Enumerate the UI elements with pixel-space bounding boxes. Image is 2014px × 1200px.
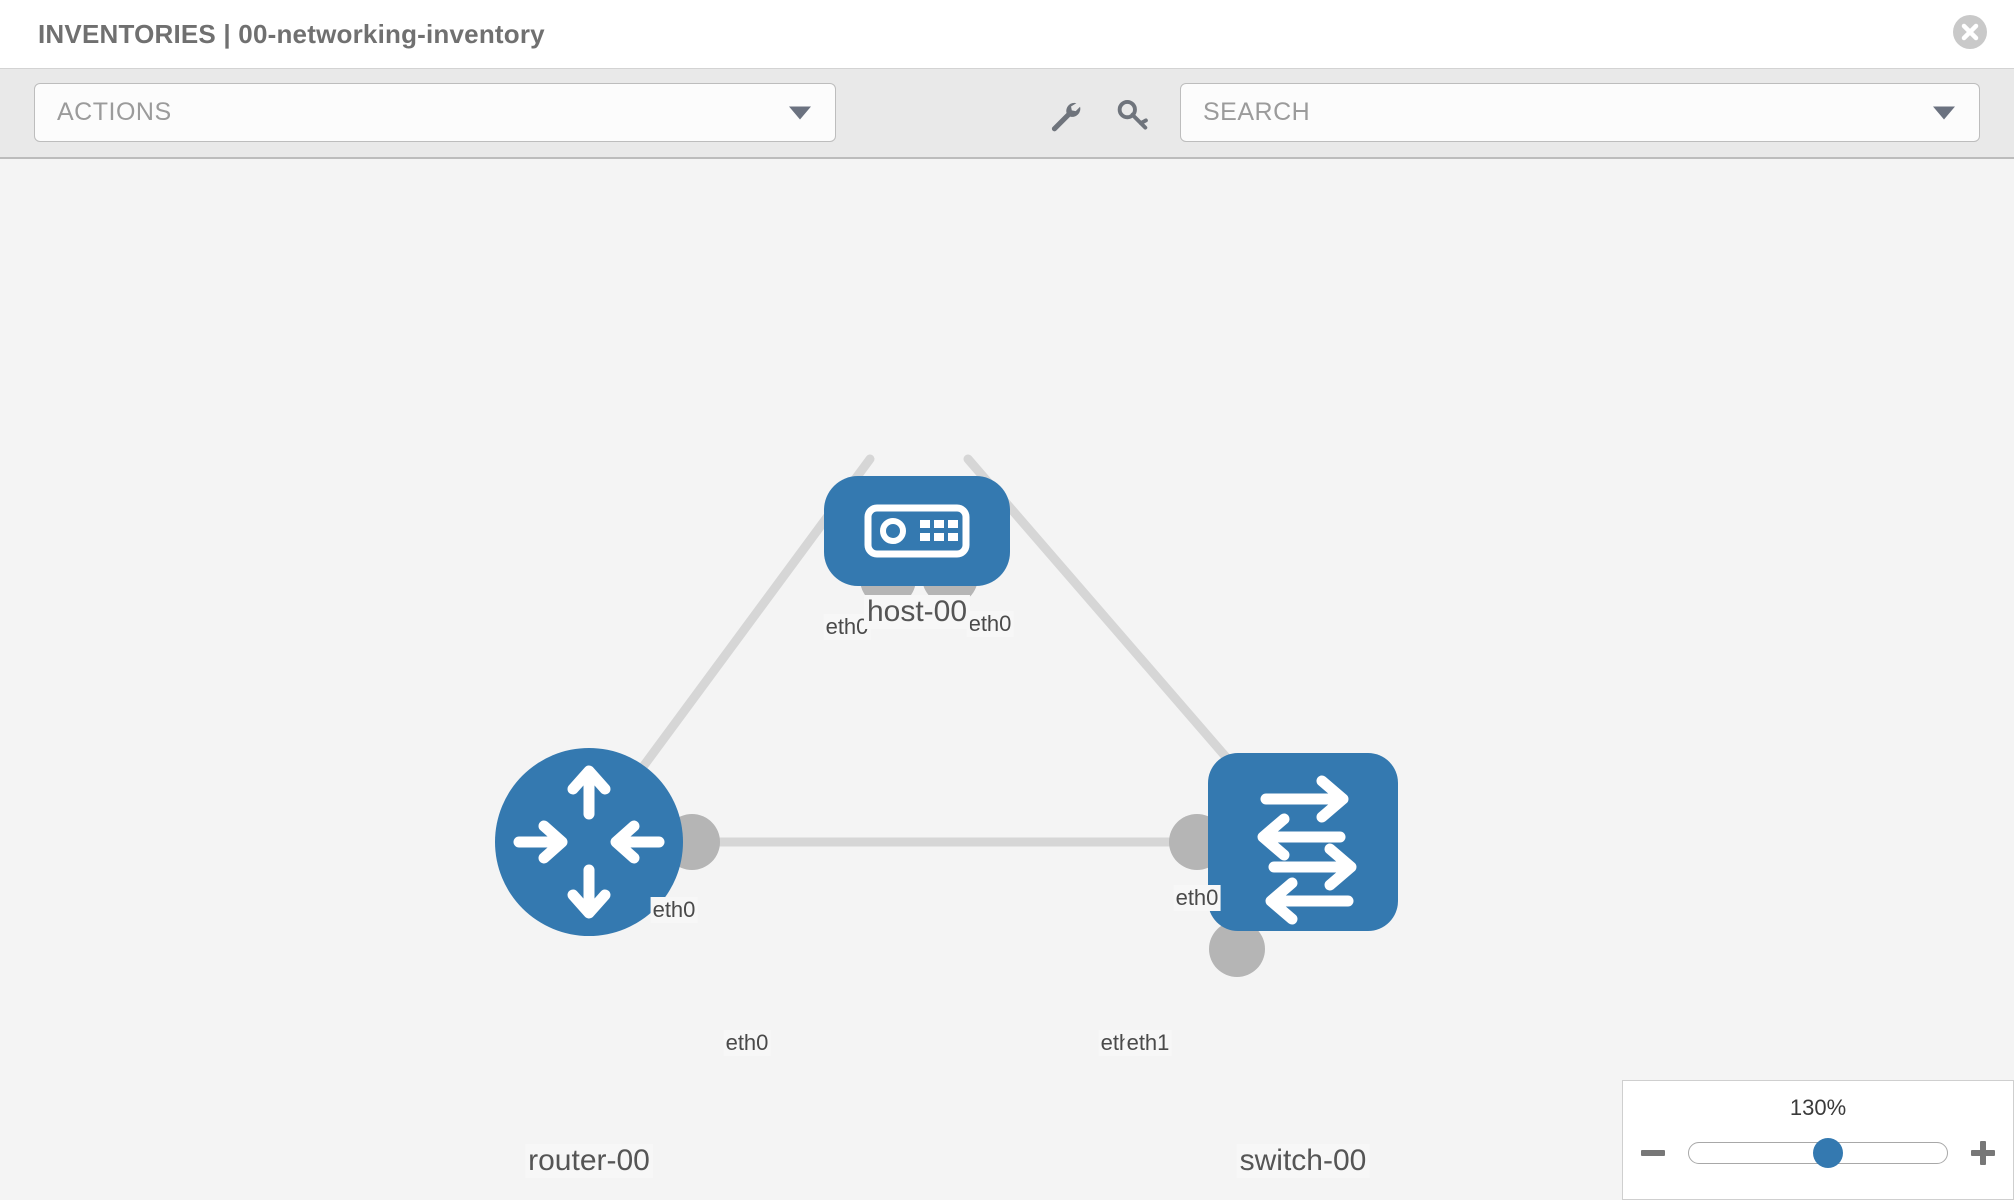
actions-dropdown-label: ACTIONS bbox=[57, 98, 172, 126]
chevron-down-icon bbox=[789, 106, 811, 119]
connector-switch-top bbox=[1209, 921, 1265, 977]
router-icon bbox=[513, 765, 665, 919]
plus-icon[interactable] bbox=[1966, 1136, 2000, 1170]
toolbar: ACTIONS SEARCH bbox=[0, 68, 2014, 159]
page-header: INVENTORIES | 00-networking-inventory bbox=[0, 0, 2014, 68]
server-icon bbox=[864, 504, 970, 558]
node-router-00[interactable] bbox=[495, 748, 683, 936]
search-input[interactable]: SEARCH bbox=[1180, 83, 1980, 142]
page-title: INVENTORIES | 00-networking-inventory bbox=[38, 18, 545, 49]
zoom-level-value: 130% bbox=[1789, 1095, 1847, 1120]
node-host-00[interactable] bbox=[824, 476, 1010, 586]
switch-icon bbox=[1257, 775, 1357, 925]
edge-host-switch bbox=[963, 454, 1250, 784]
zoom-slider-thumb[interactable] bbox=[1813, 1138, 1844, 1168]
topology-graph bbox=[495, 454, 1398, 977]
zoom-slider[interactable] bbox=[1688, 1138, 1948, 1168]
node-switch-00[interactable] bbox=[1208, 753, 1398, 931]
actions-dropdown[interactable]: ACTIONS bbox=[34, 83, 836, 142]
chevron-down-icon[interactable] bbox=[1933, 106, 1955, 119]
key-icon[interactable] bbox=[1115, 97, 1151, 133]
zoom-control-row bbox=[1623, 1133, 2013, 1173]
zoom-control-panel: 130% bbox=[1622, 1080, 2014, 1200]
topology-canvas[interactable]: eth0 eth0 eth0 eth0 eth0 eth0 eth1 host-… bbox=[0, 159, 2014, 1200]
search-placeholder: SEARCH bbox=[1203, 98, 1311, 126]
minus-icon[interactable] bbox=[1636, 1136, 1670, 1170]
wrench-icon[interactable] bbox=[1046, 97, 1082, 133]
close-icon[interactable] bbox=[1952, 14, 1988, 50]
